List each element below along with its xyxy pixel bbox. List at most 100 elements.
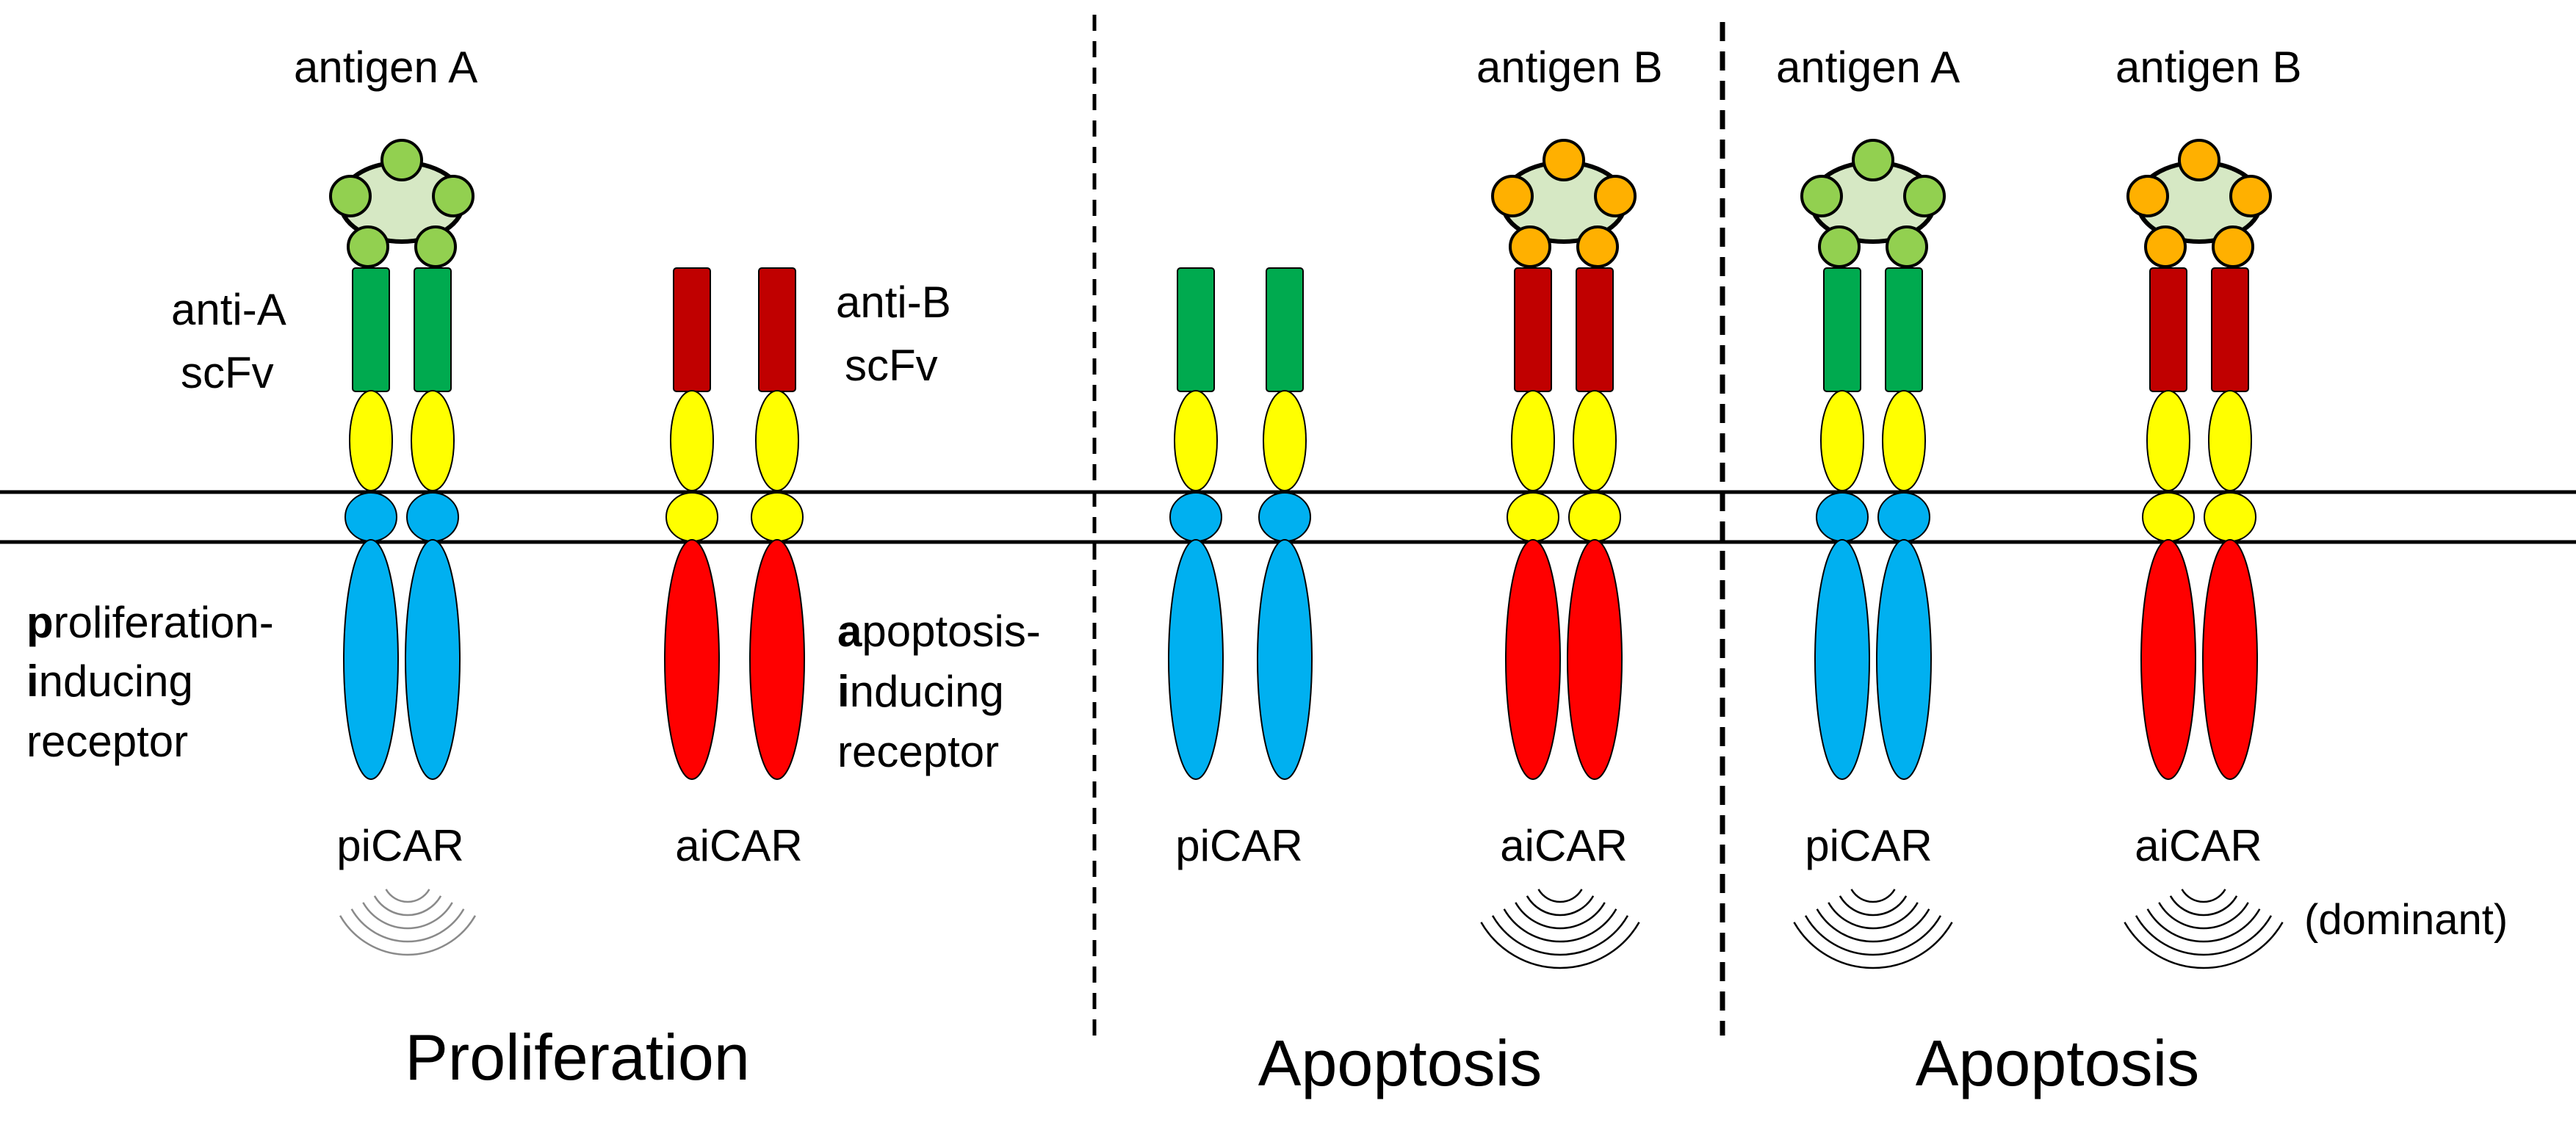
signal-wave-arc bbox=[2181, 889, 2226, 903]
scfv-domain bbox=[1885, 267, 1923, 392]
signal-wave-icon bbox=[1793, 889, 1953, 969]
hinge-domain bbox=[1820, 390, 1864, 491]
ai-receptor-label-line3: receptor bbox=[837, 727, 999, 776]
antigen-b-label: antigen B bbox=[1476, 43, 1663, 92]
intracellular-signaling-domain bbox=[1814, 539, 1870, 780]
aicar-receptor-chain bbox=[1567, 267, 1623, 780]
scfv-domain bbox=[2211, 267, 2249, 392]
signal-wave-arc bbox=[1850, 889, 1896, 903]
transmembrane-domain bbox=[1816, 492, 1869, 542]
intracellular-signaling-domain bbox=[1257, 539, 1313, 780]
intracellular-signaling-domain bbox=[1876, 539, 1932, 780]
signal-wave-arc bbox=[1491, 915, 1629, 956]
aicar-receptor-chain bbox=[664, 267, 720, 780]
signal-wave-arc bbox=[373, 895, 442, 917]
transmembrane-domain bbox=[406, 492, 459, 542]
antigen-a-icon bbox=[329, 139, 475, 268]
antigen-epitope bbox=[1576, 225, 1619, 268]
transmembrane-domain bbox=[1258, 492, 1311, 542]
signal-wave-icon bbox=[1480, 889, 1640, 969]
signal-wave-arc bbox=[1804, 915, 1942, 956]
intracellular-signaling-domain bbox=[664, 539, 720, 780]
signal-wave-arc bbox=[1537, 889, 1583, 903]
picar-receptor-chain bbox=[1168, 267, 1224, 780]
aicar-receptor-chain bbox=[1505, 267, 1561, 780]
aicar-label: aiCAR bbox=[1500, 821, 1627, 870]
antigen-a-icon bbox=[1800, 139, 1946, 268]
antigen-epitope bbox=[2212, 225, 2254, 268]
aicar-receptor-chain bbox=[2202, 267, 2258, 780]
hinge-domain bbox=[2146, 390, 2190, 491]
antigen-epitope bbox=[2178, 139, 2220, 181]
antigen-a-label: antigen A bbox=[294, 43, 477, 92]
signal-wave-arc bbox=[1828, 902, 1919, 930]
ai-receptor-label-line2: inducing bbox=[837, 667, 1004, 716]
pi-receptor-label-line3: receptor bbox=[26, 717, 188, 766]
transmembrane-domain bbox=[665, 492, 718, 542]
scfv-domain bbox=[2149, 267, 2187, 392]
scfv-domain bbox=[673, 267, 711, 392]
scfv-domain bbox=[414, 267, 452, 392]
aicar-receptor-chain bbox=[2140, 267, 2196, 780]
signal-wave-arc bbox=[350, 908, 465, 943]
antigen-a-label: antigen A bbox=[1776, 43, 1960, 92]
transmembrane-domain bbox=[1877, 492, 1930, 542]
transmembrane-domain bbox=[344, 492, 397, 542]
pi-receptor-label-line2: inducing bbox=[26, 657, 193, 706]
aicar-label: aiCAR bbox=[675, 821, 802, 870]
transmembrane-domain bbox=[2142, 492, 2195, 542]
panel-title-apoptosis: Apoptosis bbox=[1258, 1027, 1542, 1099]
antigen-epitope bbox=[414, 225, 457, 268]
hinge-domain bbox=[1511, 390, 1555, 491]
picar-label: piCAR bbox=[1175, 821, 1302, 870]
receptor-layer bbox=[343, 267, 2258, 780]
antigen-epitope bbox=[1509, 225, 1551, 268]
hinge-domain bbox=[670, 390, 714, 491]
hinge-domain bbox=[1882, 390, 1926, 491]
anti-b-scfv-label-line2: scFv bbox=[845, 341, 938, 390]
antigen-b-icon bbox=[1491, 139, 1637, 268]
transmembrane-domain bbox=[1507, 492, 1559, 542]
hinge-domain bbox=[1573, 390, 1617, 491]
intracellular-signaling-domain bbox=[2202, 539, 2258, 780]
intracellular-signaling-domain bbox=[1567, 539, 1623, 780]
intracellular-signaling-domain bbox=[2140, 539, 2196, 780]
signal-wave-arc bbox=[1793, 922, 1953, 969]
signal-wave-arc bbox=[1526, 895, 1595, 917]
signal-wave-arc bbox=[339, 915, 477, 956]
antigen-epitope bbox=[347, 225, 389, 268]
antigen-epitope bbox=[1903, 175, 1946, 217]
antigen-epitope bbox=[1852, 139, 1894, 181]
hinge-domain bbox=[349, 390, 393, 491]
picar-label: piCAR bbox=[336, 821, 463, 870]
signal-wave-icon bbox=[2124, 889, 2284, 969]
picar-receptor-chain bbox=[343, 267, 399, 780]
aicar-receptor-chain bbox=[749, 267, 805, 780]
antigen-epitope bbox=[1543, 139, 1585, 181]
panel-title-apoptosis: Apoptosis bbox=[1916, 1027, 2199, 1099]
intracellular-signaling-domain bbox=[1168, 539, 1224, 780]
picar-receptor-chain bbox=[1876, 267, 1932, 780]
intracellular-signaling-domain bbox=[1505, 539, 1561, 780]
antigen-layer bbox=[329, 139, 2272, 268]
signal-wave-arc bbox=[2146, 908, 2261, 943]
signal-wave-arc bbox=[1515, 902, 1606, 930]
signal-wave-arc bbox=[2135, 915, 2273, 956]
intracellular-signaling-domain bbox=[343, 539, 399, 780]
signal-wave-arc bbox=[362, 902, 453, 930]
hinge-domain bbox=[1174, 390, 1218, 491]
scfv-domain bbox=[1514, 267, 1552, 392]
scfv-domain bbox=[1177, 267, 1215, 392]
antigen-epitope bbox=[380, 139, 423, 181]
signal-wave-arc bbox=[1816, 908, 1930, 943]
scfv-domain bbox=[1266, 267, 1304, 392]
signal-wave-arc bbox=[2124, 922, 2284, 969]
signal-wave-arc bbox=[2158, 902, 2249, 930]
antigen-b-icon bbox=[2126, 139, 2272, 268]
signal-wave-arc bbox=[1839, 895, 1908, 917]
scfv-domain bbox=[1576, 267, 1614, 392]
dominant-label: (dominant) bbox=[2304, 896, 2508, 944]
scfv-domain bbox=[352, 267, 390, 392]
anti-a-scfv-label-line1: anti-A bbox=[171, 285, 286, 334]
signal-wave-arc bbox=[2169, 895, 2238, 917]
